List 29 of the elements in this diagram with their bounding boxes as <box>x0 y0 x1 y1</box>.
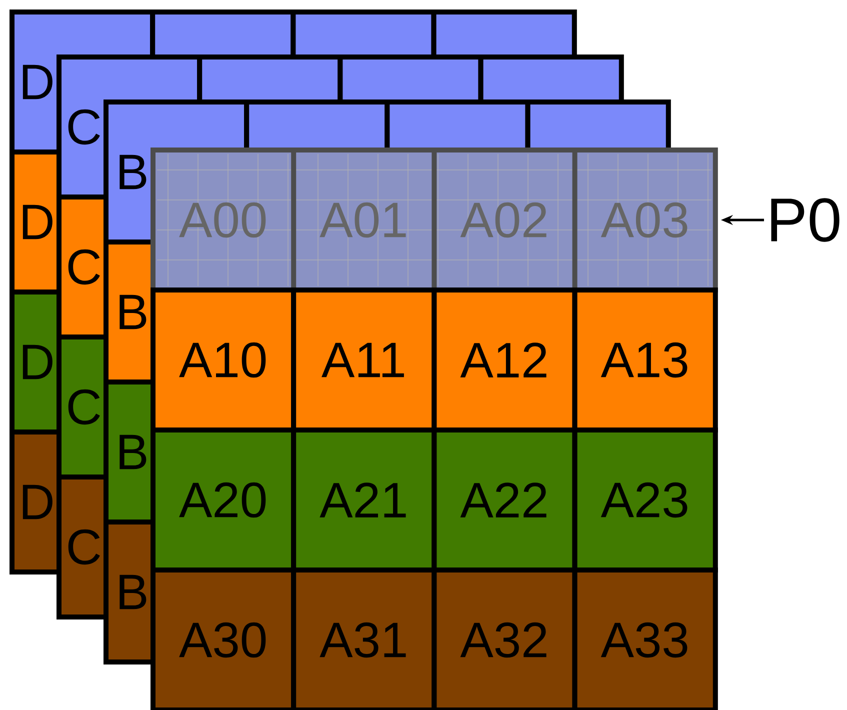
cell-letter: D <box>22 344 52 380</box>
cell-letter: C <box>68 109 100 145</box>
grid-cell: A03 <box>600 202 688 238</box>
cell-letter: C <box>68 529 100 565</box>
cell-letter: C <box>68 389 100 425</box>
cell-letter: B <box>120 294 146 330</box>
grid-cell: A13 <box>572 287 718 432</box>
grid-cell: A32 <box>432 567 578 710</box>
cell-letter: D <box>22 64 52 100</box>
cell-letter: B <box>120 154 146 190</box>
grid-cell: A22 <box>432 427 578 572</box>
grid-cell: A23 <box>572 427 718 572</box>
cell-letter: B <box>120 574 146 610</box>
grid-cell: A01 <box>320 202 406 238</box>
grid-cell: A33 <box>572 567 718 710</box>
grid-cell: A11 <box>291 287 437 432</box>
cell-letter: B <box>120 434 146 470</box>
grid-cell: A00 <box>179 202 266 238</box>
cell-letter: D <box>22 484 52 520</box>
grid-cell: A10 <box>150 287 296 432</box>
row-label: P0 <box>771 198 840 242</box>
cell-letter: D <box>22 204 52 240</box>
cell-letter: C <box>68 249 100 285</box>
grid-cell: A12 <box>432 287 578 432</box>
grid-cell: A21 <box>291 427 437 572</box>
grid-cell: A20 <box>150 427 296 572</box>
grid-cell: A02 <box>460 202 546 238</box>
grid-cell: A31 <box>291 567 437 710</box>
grid-cell: A30 <box>150 567 296 710</box>
